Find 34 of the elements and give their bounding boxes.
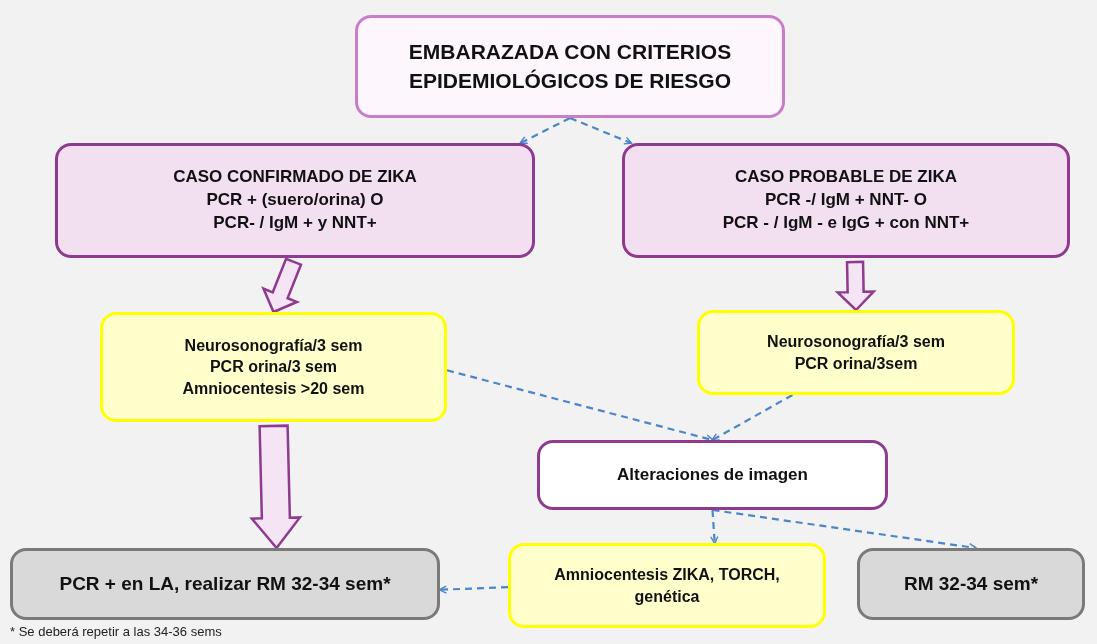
box-text: CASO PROBABLE DE ZIKA [735,166,957,189]
process-box [537,440,888,510]
box-text: PCR orina/3 sem [209,357,338,378]
process-box [355,15,785,118]
box-text: PCR + (suero/orina) O [206,189,384,212]
dashed-arrow [438,585,509,594]
process-box [55,143,535,258]
box-text: Neurosonografía/3 sem [184,335,363,356]
box-text: Alteraciones de imagen [617,463,808,486]
box-text: PCR - / IgM - e IgG + con NNT+ [722,211,970,234]
box-text: PCR orina/3sem [794,353,918,374]
block-arrow [249,424,303,550]
box-text: Neurosonografía/3 sem [767,331,945,352]
dashed-arrow [710,509,719,545]
box-text: PCR -/ IgM + NNT- O [765,189,927,212]
dashed-arrow [569,117,633,145]
process-box [697,310,1015,395]
process-box [508,543,826,628]
dashed-arrow [519,117,571,144]
block-arrow [261,257,303,314]
box-text: PCR- / IgM + y NNT+ [213,211,377,234]
box-text: Amniocentesis ZIKA, TORCH, genética [553,564,781,607]
process-box [622,143,1070,258]
process-box [10,548,440,620]
box-text: RM 32-34 sem* [903,572,1039,597]
box-text: CASO CONFIRMADO DE ZIKA [173,166,417,189]
box-text: EMBARAZADA CON CRITERIOS EPIDEMIOLÓGICOS DE RIESGO [407,39,733,94]
process-box [857,548,1085,620]
process-box [100,312,447,422]
footnote: * Se deberá repetir a las 34-36 sems [10,624,222,639]
box-text: Amniocentesis >20 sem [182,378,365,399]
box-text: PCR + en LA, realizar RM 32-34 sem* [59,572,391,597]
block-arrow [834,260,877,312]
dashed-arrow [711,394,793,442]
